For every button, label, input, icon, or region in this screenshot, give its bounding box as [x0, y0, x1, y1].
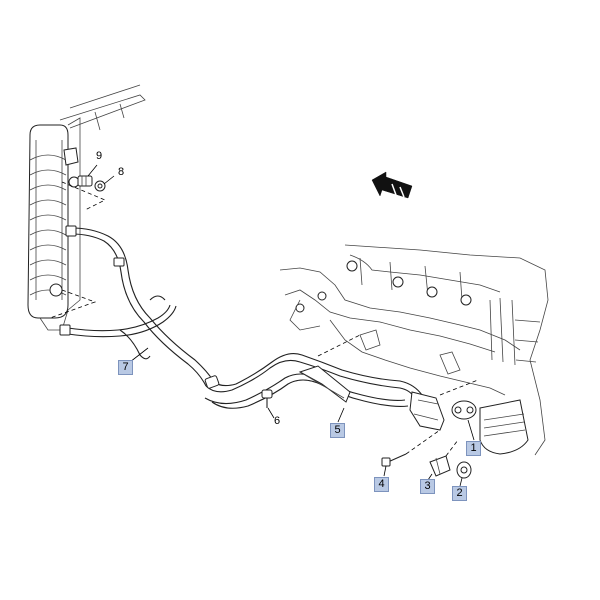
nut-2	[456, 461, 472, 479]
leader-4	[383, 465, 387, 477]
leader-9	[87, 164, 98, 177]
callout-2: 2	[452, 486, 467, 501]
callout-6: 6	[270, 415, 284, 429]
reference-line	[405, 429, 441, 455]
callout-9-label: 9	[95, 150, 103, 162]
radiator	[27, 117, 81, 331]
reference-line	[61, 181, 106, 211]
callout-8: 8	[114, 166, 128, 180]
line-bracket	[298, 365, 351, 403]
reference-line	[317, 334, 361, 357]
callout-3: 3	[420, 479, 435, 494]
leader-2	[459, 477, 463, 487]
fitting-assembly	[77, 175, 106, 192]
leader-6	[267, 407, 275, 419]
leader-7	[129, 347, 149, 363]
callout-2-label: 2	[456, 487, 463, 499]
cooler-line-connectors	[409, 391, 445, 431]
lower-cooler-line	[59, 295, 177, 360]
engine-block	[279, 244, 549, 456]
front-arrow-label: FRONT	[414, 182, 432, 188]
bolt-4	[381, 453, 407, 467]
reference-line	[49, 289, 97, 319]
oil-filter	[479, 399, 529, 455]
front-arrow-icon	[371, 171, 413, 199]
callout-4: 4	[374, 477, 389, 492]
callout-1: 1	[466, 441, 481, 456]
callout-7-label: 7	[122, 361, 129, 373]
leader-1	[467, 419, 475, 441]
callout-5: 5	[330, 423, 345, 438]
callout-9: 9	[92, 150, 106, 164]
leader-5	[337, 407, 345, 423]
bolt-6	[261, 389, 273, 408]
callout-5-label: 5	[334, 424, 341, 436]
callout-3-label: 3	[424, 480, 431, 492]
reference-line	[445, 439, 459, 457]
upper-cooler-line	[65, 225, 215, 387]
radiator-support	[59, 84, 146, 131]
leader-8	[103, 175, 115, 185]
callout-8-label: 8	[117, 166, 125, 178]
callout-6-label: 6	[273, 415, 281, 427]
gasket	[451, 400, 477, 420]
callout-7: 7	[118, 360, 133, 375]
callout-1-label: 1	[470, 442, 477, 454]
main-cooler-lines	[204, 353, 423, 409]
callout-4-label: 4	[378, 478, 385, 490]
reference-line	[439, 379, 479, 396]
fitting-3	[429, 455, 451, 477]
